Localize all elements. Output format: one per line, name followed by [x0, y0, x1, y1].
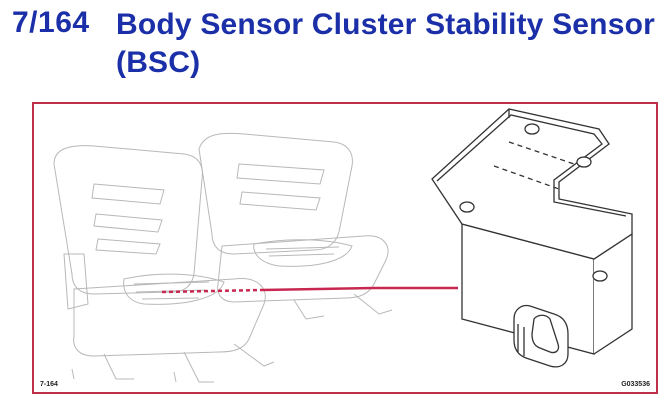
vehicle-seats-drawing [53, 132, 393, 383]
figure-frame: 7-164 G033536 [32, 102, 658, 394]
pointer-line [161, 286, 458, 294]
figure-number: 7-164 [40, 381, 58, 388]
bsc-sensor-drawing [431, 108, 633, 368]
figure-code: G033536 [621, 381, 650, 388]
page-title: Body Sensor Cluster Stability Sensor (BS… [116, 8, 655, 79]
sensor-location-illustration [53, 108, 633, 383]
section-number: 7/164 [12, 6, 90, 39]
